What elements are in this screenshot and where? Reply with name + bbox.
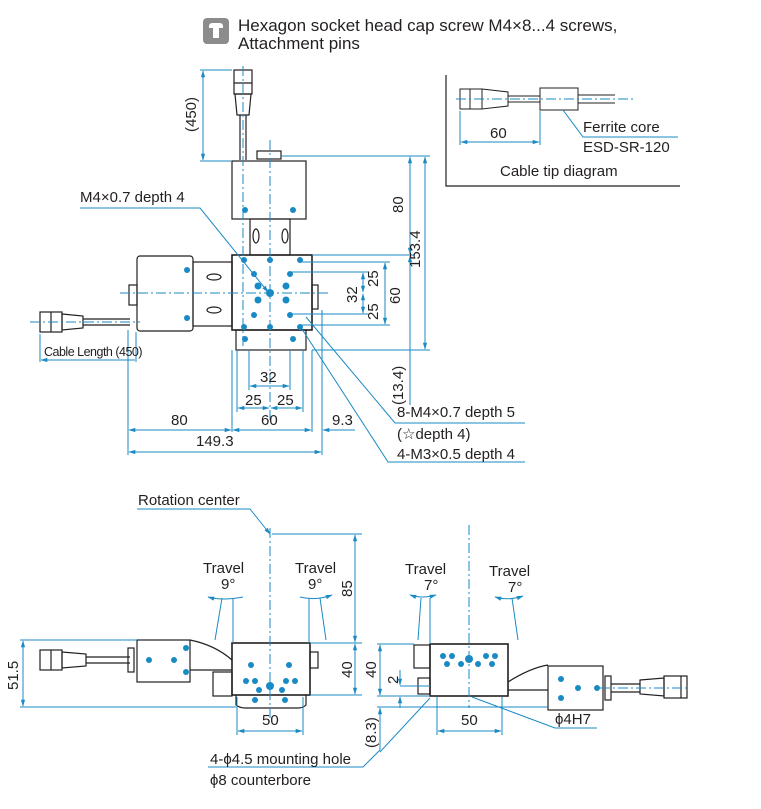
dim-149-3: 149.3 — [196, 433, 234, 450]
side-dim-8-3: (8.3) — [363, 717, 380, 748]
side-view — [413, 643, 688, 711]
screw-icon — [203, 18, 229, 44]
cable-tip-dim-60: 60 — [490, 125, 507, 142]
dim-9-3: 9.3 — [332, 412, 353, 429]
dim-60-vertical: 60 — [387, 287, 404, 304]
front-view-dimensions — [20, 508, 381, 768]
side-dim-50: 50 — [461, 712, 478, 729]
counterbore-callout: ϕ8 counterbore — [210, 772, 311, 789]
side-dim-40: 40 — [363, 661, 380, 678]
dim-85: 85 — [339, 580, 356, 597]
cable-tip-diagram — [445, 75, 680, 187]
front-travel-right-angle: 9° — [308, 576, 323, 593]
top-view-dimensions — [30, 66, 525, 463]
front-travel-left-label: Travel — [203, 560, 245, 577]
side-travel-left-angle: 7° — [424, 577, 439, 594]
rotation-center-label: Rotation center — [138, 492, 240, 509]
side-travel-right-angle: 7° — [508, 579, 523, 596]
side-travel-left-label: Travel — [405, 561, 447, 578]
tap-callout-top: M4×0.7 depth 4 — [80, 189, 185, 206]
pin-hole-callout: ϕ4H7 — [555, 711, 591, 728]
header-line-1: Hexagon socket head cap screw M4×8...4 s… — [238, 16, 618, 35]
dim-25-lower: 25 — [365, 303, 382, 320]
dim-13-4: (13.4) — [390, 365, 407, 405]
front-dim-50: 50 — [262, 712, 279, 729]
side-dim-2: 2 — [385, 675, 402, 684]
cable-tip-title: Cable tip diagram — [500, 163, 618, 180]
dim-153-4: 153.4 — [407, 230, 424, 268]
top-cable-length-dim: (450) — [183, 96, 200, 132]
ferrite-core-label: Ferrite core — [583, 119, 660, 136]
front-travel-right-label: Travel — [295, 560, 337, 577]
callout-8-holes: 8-M4×0.7 depth 5 — [397, 404, 516, 421]
front-view — [39, 639, 319, 709]
side-view-holes — [440, 653, 600, 701]
dim-25-right: 25 — [277, 392, 294, 409]
dim-80-horizontal: 80 — [171, 412, 188, 429]
header-line-2: Attachment pins — [238, 34, 360, 53]
cable-length-label: Cable Length (450) — [44, 345, 143, 359]
top-view-holes — [184, 207, 303, 342]
top-view — [39, 69, 319, 351]
ferrite-core-model: ESD-SR-120 — [583, 139, 670, 156]
mounting-hole-callout: 4-ϕ4.5 mounting hole — [210, 751, 351, 768]
callout-star-depth: (☆depth 4) — [397, 426, 471, 443]
dim-32-vertical: 32 — [344, 286, 361, 303]
front-view-holes — [146, 645, 298, 703]
dim-60-horizontal: 60 — [261, 412, 278, 429]
side-view-dimensions — [377, 525, 690, 753]
dim-32-horizontal: 32 — [260, 369, 277, 386]
dim-25-upper: 25 — [365, 270, 382, 287]
callout-4-holes: 4-M3×0.5 depth 4 — [397, 446, 516, 463]
dim-80-vertical: 80 — [390, 196, 407, 213]
front-travel-left-angle: 9° — [221, 576, 236, 593]
dim-25-left: 25 — [245, 392, 262, 409]
front-dim-40: 40 — [339, 661, 356, 678]
side-travel-right-label: Travel — [489, 563, 531, 580]
dim-51-5: 51.5 — [5, 660, 22, 690]
